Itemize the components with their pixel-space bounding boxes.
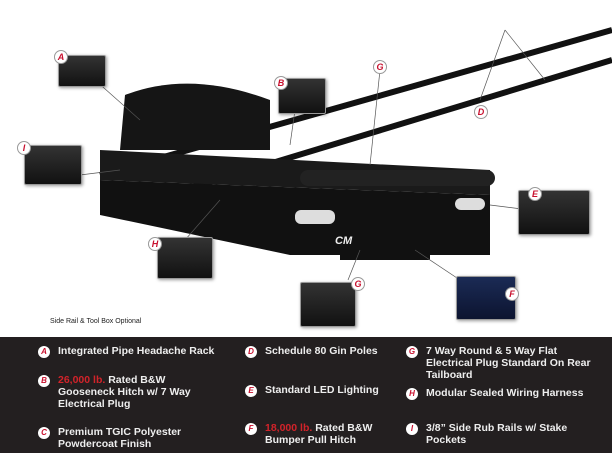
feature-badge: G — [406, 346, 418, 358]
feature-item: I 3/8” Side Rub Rails w/ Stake Pockets — [406, 422, 586, 446]
hitch — [340, 248, 430, 260]
tag-i: I — [17, 141, 31, 155]
feature-text: Rated B&W Bumper Pull Hitch — [265, 422, 373, 446]
tag-d: D — [474, 105, 488, 119]
feature-badge: F — [245, 423, 257, 435]
tail-light — [295, 210, 335, 224]
feature-text: 7 Way Round & 5 Way Flat Electrical Plug… — [426, 345, 591, 381]
feature-badge: A — [38, 346, 50, 358]
feature-item: C Premium TGIC Polyester Powdercoat Finis… — [38, 426, 208, 450]
feature-badge: I — [406, 423, 418, 435]
flatbed-illustration: CM — [79, 27, 612, 281]
feature-item: A Integrated Pipe Headache Rack — [38, 345, 238, 358]
product-diagram: CM A B G D I E H G F Side Rail & Tool Bo… — [17, 27, 612, 327]
feature-badge: B — [38, 375, 50, 387]
rating-highlight: 26,000 lb. — [58, 374, 106, 386]
feature-text: Standard LED Lighting — [265, 384, 379, 396]
tag-b: B — [274, 76, 288, 90]
feature-text: Modular Sealed Wiring Harness — [426, 387, 584, 399]
feature-item: H Modular Sealed Wiring Harness — [406, 387, 586, 400]
feature-item: D Schedule 80 Gin Poles — [245, 345, 395, 358]
side-rail-note: Side Rail & Tool Box Optional — [50, 318, 142, 325]
feature-badge: E — [245, 385, 257, 397]
tag-g: G — [373, 60, 387, 74]
truck-logo: CM — [335, 235, 353, 247]
feature-legend: A Integrated Pipe Headache Rack D Schedule… — [0, 337, 612, 453]
tag-a: A — [54, 50, 68, 64]
inset-electrical-plug — [300, 282, 356, 327]
feature-item: E Standard LED Lighting — [245, 384, 395, 397]
inset-side-rub-rail — [24, 145, 82, 185]
feature-badge: H — [406, 388, 418, 400]
feature-badge: C — [38, 427, 50, 439]
tail-light — [455, 198, 485, 210]
tag-g2: G — [351, 277, 365, 291]
inset-wiring-harness — [157, 237, 213, 279]
tag-e: E — [528, 187, 542, 201]
feature-text: Premium TGIC Polyester Powdercoat Finish — [58, 426, 182, 450]
feature-text: Schedule 80 Gin Poles — [265, 345, 378, 357]
feature-text: 3/8” Side Rub Rails w/ Stake Pockets — [426, 422, 568, 446]
feature-item: G 7 Way Round & 5 Way Flat Electrical Plu… — [406, 345, 596, 381]
feature-item: B 26,000 lb. Rated B&W Gooseneck Hitch w/… — [38, 374, 198, 410]
headache-rack — [120, 83, 270, 150]
rating-highlight: 18,000 lb. — [265, 422, 313, 434]
gin-pole — [99, 27, 612, 178]
tag-h: H — [148, 237, 162, 251]
rear-rail — [300, 170, 495, 186]
feature-item: F 18,000 lb. Rated B&W Bumper Pull Hitch — [245, 422, 395, 446]
feature-text: Rated B&W Gooseneck Hitch w/ 7 Way Elect… — [58, 374, 191, 410]
feature-badge: D — [245, 346, 257, 358]
tag-f: F — [505, 287, 519, 301]
feature-text: Integrated Pipe Headache Rack — [58, 345, 215, 357]
